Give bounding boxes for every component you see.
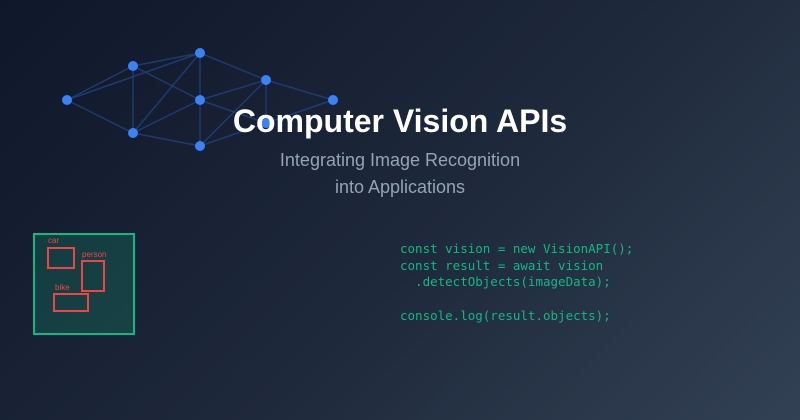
page-title: Computer Vision APIs	[232, 103, 568, 139]
network-node	[128, 61, 138, 71]
network-edge	[132, 52, 201, 134]
detection-label-car: car	[48, 236, 60, 245]
code-snippet: const vision = new VisionAPI();const res…	[400, 241, 633, 325]
network-node	[328, 95, 338, 105]
code-line: const vision = new VisionAPI();	[400, 241, 634, 256]
network-node	[261, 75, 271, 85]
network-edge	[265, 79, 334, 101]
network-edge	[132, 52, 201, 67]
network-node	[128, 128, 138, 138]
code-line	[400, 291, 633, 308]
code-line: .detectObjects(imageData);	[400, 274, 611, 290]
detection-image-frame: car person bike	[33, 233, 135, 335]
subtitle-line-1: Integrating Image Recognition	[279, 150, 521, 170]
network-edge	[199, 52, 267, 81]
detection-label-bike: bike	[55, 283, 70, 292]
bounding-box-bike	[53, 293, 89, 312]
bounding-box-car	[47, 247, 75, 269]
network-edge	[132, 65, 201, 101]
network-edge	[199, 79, 267, 147]
detection-label-person: person	[82, 250, 107, 259]
subtitle-line-2: into Applications	[334, 177, 466, 197]
network-node	[195, 95, 205, 105]
network-edge	[132, 132, 201, 147]
network-node	[195, 141, 205, 151]
network-edge	[66, 99, 134, 134]
network-edge	[199, 79, 267, 101]
network-node	[195, 48, 205, 58]
network-edge	[132, 99, 201, 134]
code-line: const result = await vision	[400, 257, 604, 273]
code-line: console.log(result.objects);	[400, 307, 611, 323]
network-edge	[199, 99, 267, 124]
network-node	[62, 95, 72, 105]
network-edge	[66, 65, 134, 101]
network-node	[261, 118, 271, 128]
bounding-box-person	[81, 260, 105, 292]
